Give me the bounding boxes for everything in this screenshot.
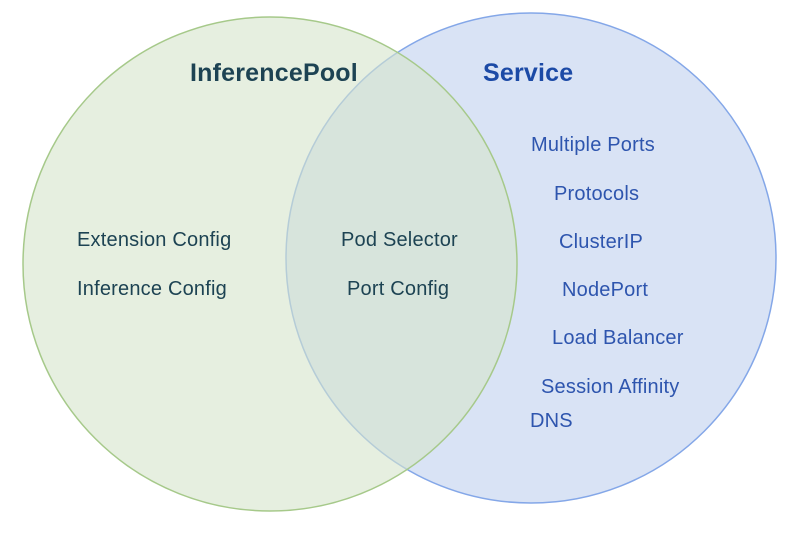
service-title: Service	[483, 59, 574, 87]
inferencepool-item-extension-config: Extension Config	[77, 229, 232, 251]
service-item-nodeport: NodePort	[562, 279, 649, 301]
service-item-protocols: Protocols	[554, 183, 640, 205]
service-item-multiple-ports: Multiple Ports	[531, 134, 655, 156]
inferencepool-title: InferencePool	[190, 59, 358, 87]
inferencepool-circle	[22, 16, 518, 512]
intersection-item-pod-selector: Pod Selector	[341, 229, 458, 251]
inferencepool-item-inference-config: Inference Config	[77, 278, 227, 300]
intersection-item-port-config: Port Config	[347, 278, 450, 300]
service-item-session-affinity: Session Affinity	[541, 376, 680, 398]
service-item-dns: DNS	[530, 410, 573, 432]
service-item-load-balancer: Load Balancer	[552, 327, 684, 349]
service-item-clusterip: ClusterIP	[559, 231, 644, 253]
